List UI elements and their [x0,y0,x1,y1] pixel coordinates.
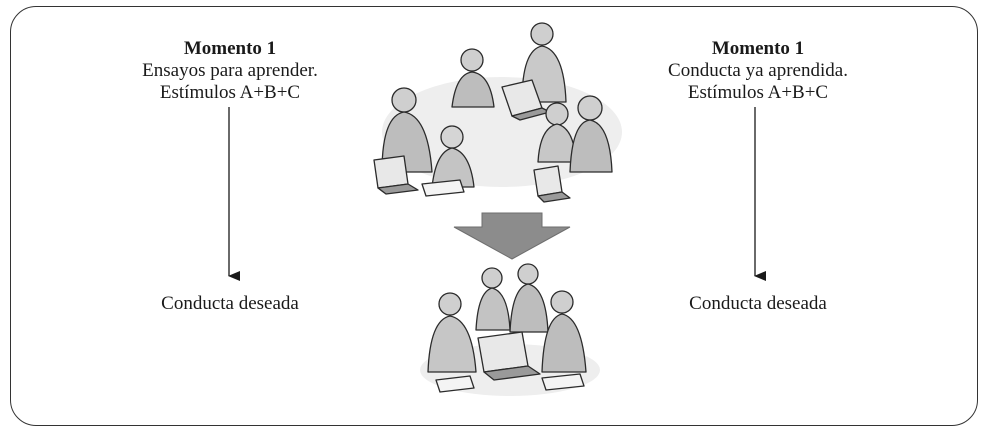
left-outcome: Conducta deseada [161,293,299,314]
right-stage-text: Momento 1 Conducta ya aprendida. Estímul… [648,38,868,104]
right-outcome: Conducta deseada [689,293,827,314]
flow-arrows [228,107,766,281]
right-title: Momento 1 [711,38,805,59]
left-stage-text: Momento 1 Ensayos para aprender. Estímul… [120,38,340,104]
group-working-at-laptops-illustration [373,22,622,203]
left-description: Ensayos para aprender. [142,60,318,81]
right-stimuli: Estímulos A+B+C [687,82,829,103]
left-title: Momento 1 [183,38,277,59]
right-description: Conducta ya aprendida. [668,60,848,81]
down-arrow-icon [453,212,571,260]
team-gathered-around-laptop-illustration [420,263,600,396]
left-stimuli: Estímulos A+B+C [159,82,301,103]
